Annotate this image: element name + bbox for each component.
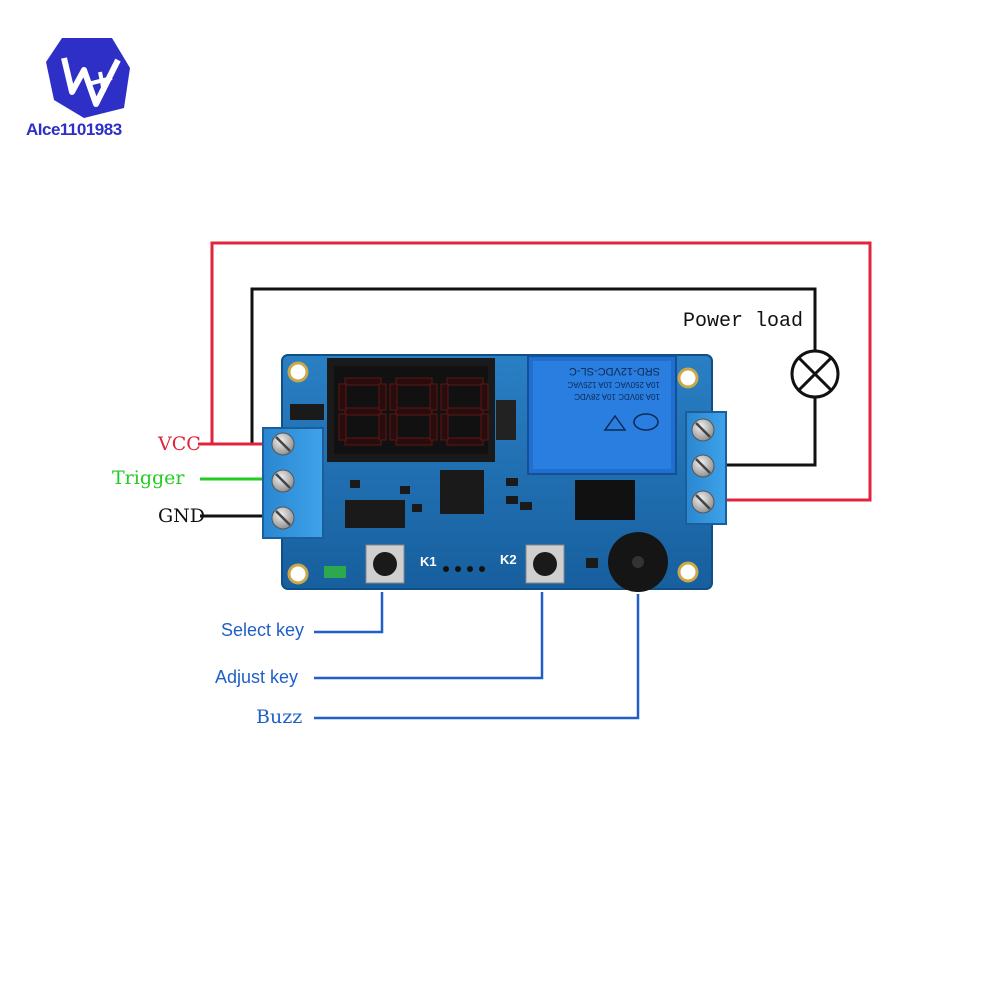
select-key-label: Select key xyxy=(221,620,305,640)
buzz-callout xyxy=(314,594,640,720)
load-return-wire xyxy=(724,396,817,467)
smd-components xyxy=(324,478,598,578)
adjust-key-button[interactable] xyxy=(525,544,565,584)
ic-chip xyxy=(440,470,484,514)
select-key-callout xyxy=(314,592,384,634)
voltage-regulator xyxy=(290,404,324,420)
relay-rating-1: 10A 250VAC 10A 125VAC xyxy=(567,380,660,389)
trigger-label: Trigger xyxy=(112,467,185,489)
k1-label: K1 xyxy=(420,554,437,569)
buzzer xyxy=(608,532,668,592)
k-header-pins xyxy=(443,566,485,572)
relay-socket xyxy=(575,480,635,520)
lamp-icon xyxy=(790,349,840,399)
power-load-label: Power load xyxy=(683,310,804,333)
vcc-label: VCC xyxy=(158,433,201,455)
relay: SRD-12VDC-SL-C 10A 250VAC 10A 125VAC 10A… xyxy=(527,355,677,475)
relay-model-text: SRD-12VDC-SL-C xyxy=(569,365,660,377)
brand-logo-icon xyxy=(46,38,130,118)
adjust-key-label: Adjust key xyxy=(215,667,299,687)
adjust-key-callout xyxy=(314,592,544,680)
optocoupler-chip xyxy=(345,500,405,528)
select-key-button[interactable] xyxy=(365,544,405,584)
seven-segment-display xyxy=(327,358,495,462)
gnd-label: GND xyxy=(158,505,206,527)
output-terminal-block xyxy=(685,411,727,525)
k2-label: K2 xyxy=(500,552,517,567)
brand-name: AIce1101983 xyxy=(26,120,122,139)
relay-module-board: SRD-12VDC-SL-C 10A 250VAC 10A 125VAC 10A… xyxy=(281,354,713,592)
transistor xyxy=(496,400,516,440)
input-terminal-block xyxy=(262,427,324,539)
relay-rating-2: 10A 30VDC 10A 28VDC xyxy=(574,392,660,401)
buzz-label: Buzz xyxy=(256,706,303,728)
